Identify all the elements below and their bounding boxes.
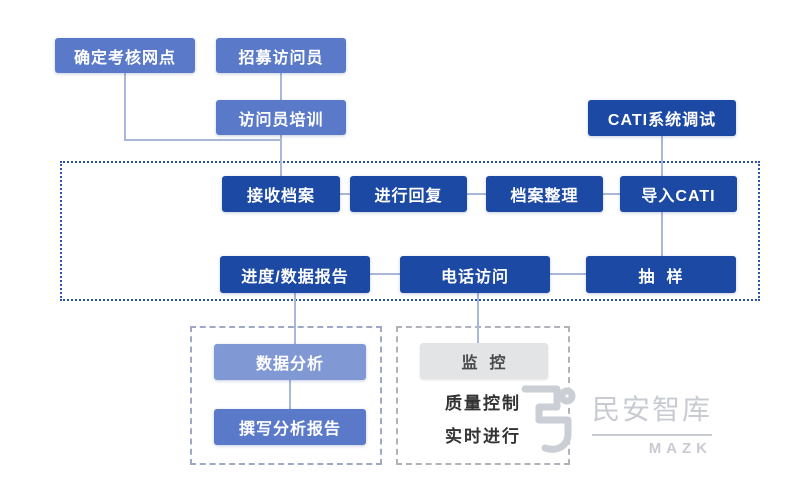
connector-training-receive — [280, 135, 282, 176]
node-determine-assessment-sites: 确定考核网点 — [55, 38, 195, 73]
connector-phone-progress — [370, 273, 400, 275]
mazk-logo-icon — [516, 382, 582, 461]
node-data-analysis: 数据分析 — [214, 344, 366, 380]
node-interviewer-training: 访问员培训 — [216, 100, 346, 135]
connector-reply-organize — [467, 193, 486, 195]
connector-analysis-report — [289, 380, 291, 409]
node-import-cati: 导入CATI — [620, 176, 737, 212]
phase-box-main-process — [60, 161, 760, 301]
node-progress-data-report: 进度/数据报告 — [220, 256, 370, 293]
label-quality-control: 质量控制 — [445, 394, 521, 413]
connector-receive-reply — [340, 193, 350, 195]
watermark-brand: 民安智库 — [592, 394, 713, 425]
node-reply: 进行回复 — [350, 176, 467, 212]
connector-catidebug-import — [661, 136, 663, 176]
connector-determine-down — [124, 73, 126, 141]
watermark: 民安智库 MAZK — [516, 382, 713, 461]
node-cati-system-debugging: CATI系统调试 — [588, 100, 736, 136]
connector-organize-import — [603, 193, 620, 195]
node-sampling: 抽 样 — [586, 256, 736, 293]
node-write-analysis-report: 撰写分析报告 — [214, 409, 366, 445]
node-monitoring: 监 控 — [420, 343, 548, 379]
watermark-text-block: 民安智库 MAZK — [592, 382, 713, 457]
watermark-divider — [592, 434, 713, 436]
phase-box-analysis — [190, 326, 382, 465]
connector-import-sampling — [661, 212, 663, 256]
connector-determine-join — [124, 139, 282, 141]
connector-sampling-phone — [550, 273, 586, 275]
connector-progress-analysis — [294, 293, 296, 344]
node-phone-interview: 电话访问 — [400, 256, 550, 293]
label-realtime: 实时进行 — [445, 427, 521, 446]
node-receive-files: 接收档案 — [222, 176, 340, 212]
connector-phone-monitoring — [477, 293, 479, 343]
node-file-organization: 档案整理 — [486, 176, 603, 212]
watermark-abbr: MAZK — [648, 440, 713, 457]
node-recruit-interviewers: 招募访问员 — [216, 38, 346, 73]
connector-recruit-training — [280, 73, 282, 100]
